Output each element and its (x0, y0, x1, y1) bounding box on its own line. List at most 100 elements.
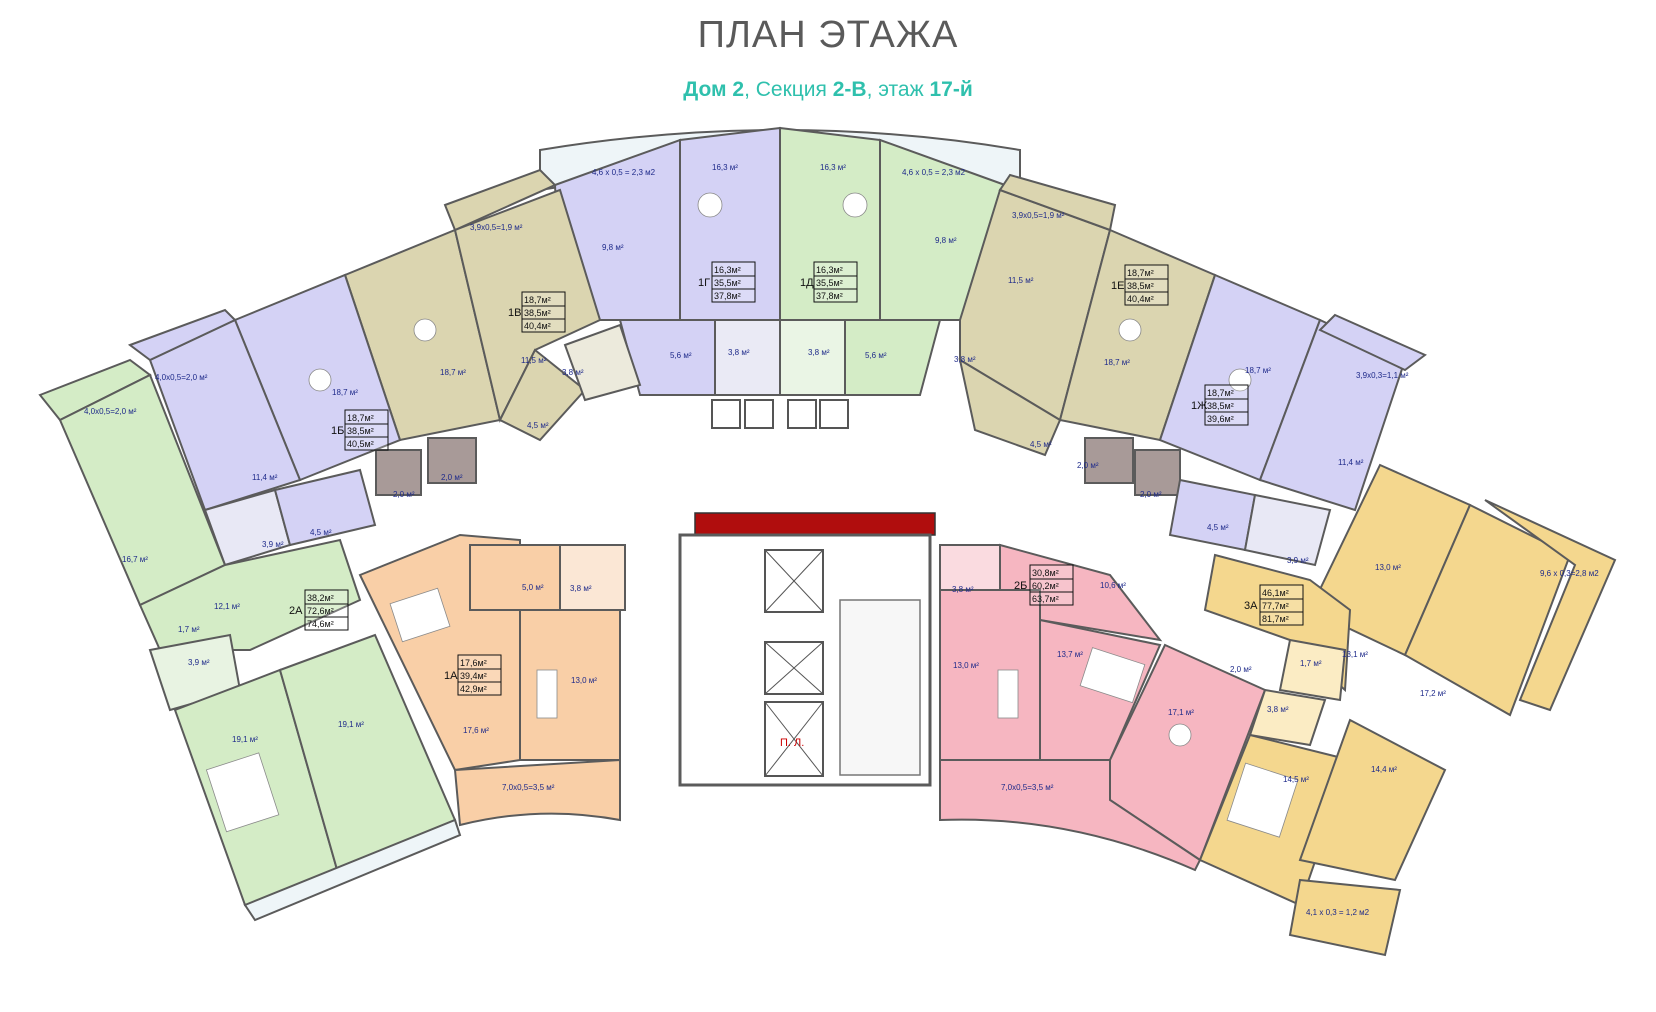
room-area: 5,6 м² (670, 351, 692, 360)
shaft-2 (744, 399, 774, 429)
apt-1a-kitchen[interactable] (519, 609, 621, 761)
apt-1v-kitchen[interactable] (453, 188, 602, 423)
room-area: 2,0 м² (1077, 461, 1099, 470)
apt-area-with-balcony: 39,6м² (1207, 414, 1234, 424)
room-area: 13,0 м² (953, 661, 979, 670)
apt-area-living: 16,3м² (816, 265, 843, 275)
table-2b (1168, 723, 1192, 747)
apt-3a-balcony-bottom (1288, 878, 1402, 957)
apt-1zh-hall[interactable] (1168, 478, 1257, 552)
room-area: 18,7 м² (1245, 366, 1271, 375)
apt-2b-bath[interactable] (939, 544, 1001, 591)
apt-area-total: 39,4м² (460, 671, 487, 681)
apt-box-1e[interactable]: 1Е 18,7м² 38,5м² 40,4м² (1111, 264, 1169, 306)
room-area: 4,5 м² (310, 528, 332, 537)
room-area: 3,9 м² (262, 540, 284, 549)
room-area: 5,6 м² (865, 351, 887, 360)
apt-1e-hall[interactable] (958, 357, 1062, 457)
apt-1d-bath[interactable] (779, 319, 846, 396)
room-area: 18,7 м² (440, 368, 466, 377)
apt-area-with-balcony: 42,9м² (460, 684, 487, 694)
room-area: 17,1 м² (1168, 708, 1194, 717)
storage-right-1 (1084, 437, 1134, 484)
apt-code: 1Г (698, 277, 710, 289)
apt-2a-balcony-bottom (243, 818, 462, 922)
apt-area-total: 38,5м² (1207, 401, 1234, 411)
balcony-label: 7,0х0,5=3,5 м² (1001, 783, 1054, 792)
room-area: 2,0 м² (1230, 665, 1252, 674)
apt-area-living: 18,7м² (524, 295, 551, 305)
room-area: 9,8 м² (602, 243, 624, 252)
balcony-label: 3,9х0,5=1,9 м² (1012, 211, 1065, 220)
apt-3a-bath2[interactable] (1248, 688, 1327, 747)
room-area: 12,1 м² (214, 602, 240, 611)
room-area: 18,7 м² (1104, 358, 1130, 367)
bed-2a (205, 752, 280, 833)
room-area: 3,8 м² (1267, 705, 1289, 714)
table-1v (413, 318, 437, 342)
apt-3a-bath1[interactable] (1278, 638, 1347, 702)
apt-3a-bedroom2[interactable] (1298, 718, 1447, 882)
page-title: ПЛАН ЭТАЖА (697, 14, 959, 56)
apt-1v-bath[interactable] (563, 323, 642, 402)
apt-box-1zh[interactable]: 1Ж 18,7м² 38,5м² 39,6м² (1191, 384, 1249, 426)
storage-right-2 (1134, 449, 1181, 496)
room-area: 11,5 м² (521, 356, 547, 365)
room-area: 1,7 м² (178, 625, 200, 634)
apt-1v-balcony (443, 168, 557, 232)
apt-3a-balcony-right (1484, 499, 1617, 712)
room-area: 4,5 м² (1207, 523, 1229, 532)
room-area: 16,3 м² (712, 163, 738, 172)
room-area: 18,7 м² (332, 388, 358, 397)
apt-area-with-balcony: 40,4м² (1127, 294, 1154, 304)
room-area: 13,0 м² (571, 676, 597, 685)
apt-box-1b[interactable]: 1Б 18,7м² 38,5м² 40,5м² (331, 409, 389, 451)
storage-left-2 (375, 449, 422, 496)
stairwell (839, 599, 921, 776)
apt-area-with-balcony: 37,8м² (816, 291, 843, 301)
apt-area-total: 77,7м² (1262, 601, 1289, 611)
room-area: 3,8 м² (570, 584, 592, 593)
room-area: 13,1 м² (1342, 650, 1368, 659)
apt-2b-kitchen[interactable] (939, 589, 1041, 761)
apt-box-1g[interactable]: 1Г 16,3м² 35,5м² 37,8м² (698, 261, 756, 303)
room-area: 3,8 м² (954, 355, 976, 364)
apt-1a-bath[interactable] (559, 544, 626, 611)
apt-area-total: 38,5м² (1127, 281, 1154, 291)
apt-2b-balcony (939, 759, 1202, 872)
apt-code: 2А (289, 605, 303, 617)
apt-1zh-bath[interactable] (1243, 493, 1332, 567)
room-area: 2,0 м² (1140, 490, 1162, 499)
apt-box-1v[interactable]: 1В 18,7м² 38,5м² 40,4м² (508, 291, 566, 333)
apt-area-living: 38,2м² (307, 593, 334, 603)
storage-left-1 (427, 437, 477, 484)
apt-code: 3А (1244, 600, 1258, 612)
room-area: 17,2 м² (1420, 689, 1446, 698)
room-area: 14,5 м² (1283, 775, 1309, 784)
apt-box-2b[interactable]: 2Б 30,8м² 60,2м² 63,7м² (1014, 564, 1074, 606)
apt-box-1a[interactable]: 1А 17,6м² 39,4м² 42,9м² (444, 654, 502, 696)
apt-box-1d[interactable]: 1Д 16,3м² 35,5м² 37,8м² (800, 261, 858, 303)
apt-area-total: 38,5м² (524, 308, 551, 318)
room-area: 13,7 м² (1057, 650, 1083, 659)
table-1g (697, 192, 723, 218)
apt-area-living: 46,1м² (1262, 588, 1289, 598)
apt-area-total: 35,5м² (714, 278, 741, 288)
apt-box-2a[interactable]: 2А 38,2м² 72,6м² 74,6м² (289, 589, 349, 631)
floor-label: 17-й (929, 78, 973, 101)
apt-code: 1А (444, 670, 458, 682)
apt-1g-bath[interactable] (714, 319, 781, 396)
apt-box-3a[interactable]: 3А 46,1м² 77,7м² 81,7м² (1244, 584, 1304, 626)
apt-1a-hall[interactable] (469, 544, 561, 611)
apt-1b-hall[interactable] (273, 468, 377, 547)
apt-1d-hall[interactable] (844, 319, 942, 396)
room-area: 3,9 м² (188, 658, 210, 667)
page-subtitle: Дом 2, Секция 2-В, этаж 17-й (0, 78, 1656, 102)
apt-code: 1Б (331, 425, 344, 437)
room-area: 2,0 м² (393, 490, 415, 499)
subtitle-sep-section: , Секция (744, 78, 833, 101)
apt-area-living: 17,6м² (460, 658, 487, 668)
table-1a (536, 669, 558, 719)
apt-area-total: 60,2м² (1032, 581, 1059, 591)
